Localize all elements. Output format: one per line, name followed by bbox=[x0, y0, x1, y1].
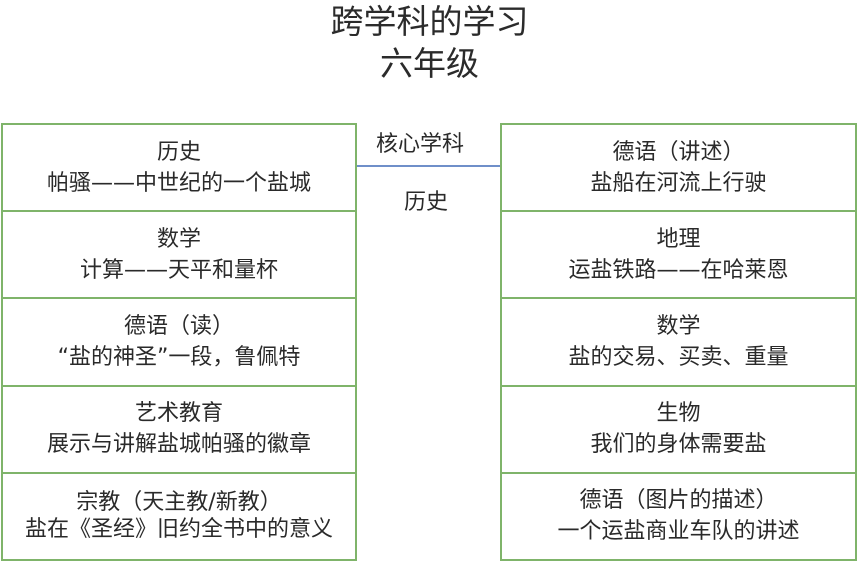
subject-box-left-5: 宗教（天主教/新教） 盐在《圣经》旧约全书中的意义 bbox=[3, 474, 355, 559]
subject-heading: 德语（读） bbox=[123, 314, 234, 339]
subject-heading: 历史 bbox=[156, 139, 201, 165]
subject-detail: 盐在《圣经》旧约全书中的意义 bbox=[24, 517, 333, 543]
subject-detail: 计算——天平和量杯 bbox=[79, 257, 278, 283]
subject-detail: 盐的交易、买卖、重量 bbox=[568, 345, 789, 370]
subject-box-right-3: 数学 盐的交易、买卖、重量 bbox=[502, 299, 855, 387]
page-title: 跨学科的学习 bbox=[330, 2, 529, 41]
subject-box-left-3: 德语（读） “盐的神圣”一段，鲁佩特 bbox=[3, 299, 355, 387]
subject-box-left-4: 艺术教育 展示与讲解盐城帕骚的徽章 bbox=[3, 387, 355, 474]
subject-box-left-2: 数学 计算——天平和量杯 bbox=[3, 212, 355, 300]
subject-box-right-1: 德语（讲述） 盐船在河流上行驶 bbox=[502, 125, 855, 213]
subject-heading: 地理 bbox=[656, 226, 701, 252]
subject-detail: 帕骚——中世纪的一个盐城 bbox=[46, 170, 311, 196]
subject-heading: 数学 bbox=[156, 226, 201, 252]
page-subtitle: 六年级 bbox=[380, 44, 479, 83]
subject-detail: 盐船在河流上行驶 bbox=[590, 170, 767, 196]
subject-box-left-1: 历史 帕骚——中世纪的一个盐城 bbox=[3, 125, 355, 213]
core-subject-label: 核心学科 bbox=[376, 132, 465, 157]
subject-heading: 宗教（天主教/新教） bbox=[76, 490, 282, 516]
subject-detail: 一个运盐商业车队的讲述 bbox=[557, 519, 800, 545]
subject-heading: 生物 bbox=[656, 401, 701, 427]
subject-box-right-2: 地理 运盐铁路——在哈莱恩 bbox=[502, 212, 855, 300]
subject-detail: “盐的神圣”一段，鲁佩特 bbox=[57, 345, 301, 370]
left-subject-column: 历史 帕骚——中世纪的一个盐城 数学 计算——天平和量杯 德语（读） “盐的神圣… bbox=[1, 123, 357, 561]
core-connector-line bbox=[357, 165, 500, 167]
subject-heading: 艺术教育 bbox=[134, 401, 223, 427]
subject-detail: 展示与讲解盐城帕骚的徽章 bbox=[46, 432, 311, 458]
subject-box-right-4: 生物 我们的身体需要盐 bbox=[502, 387, 855, 474]
subject-heading: 德语（图片的描述） bbox=[579, 488, 778, 514]
core-subject-name: 历史 bbox=[404, 190, 449, 215]
right-subject-column: 德语（讲述） 盐船在河流上行驶 地理 运盐铁路——在哈莱恩 数学 盐的交易、买卖… bbox=[500, 123, 857, 561]
subject-detail: 运盐铁路——在哈莱恩 bbox=[568, 257, 789, 283]
subject-box-right-5: 德语（图片的描述） 一个运盐商业车队的讲述 bbox=[502, 474, 855, 559]
subject-heading: 数学 bbox=[656, 314, 701, 339]
subject-detail: 我们的身体需要盐 bbox=[590, 432, 767, 458]
subject-heading: 德语（讲述） bbox=[612, 139, 745, 165]
